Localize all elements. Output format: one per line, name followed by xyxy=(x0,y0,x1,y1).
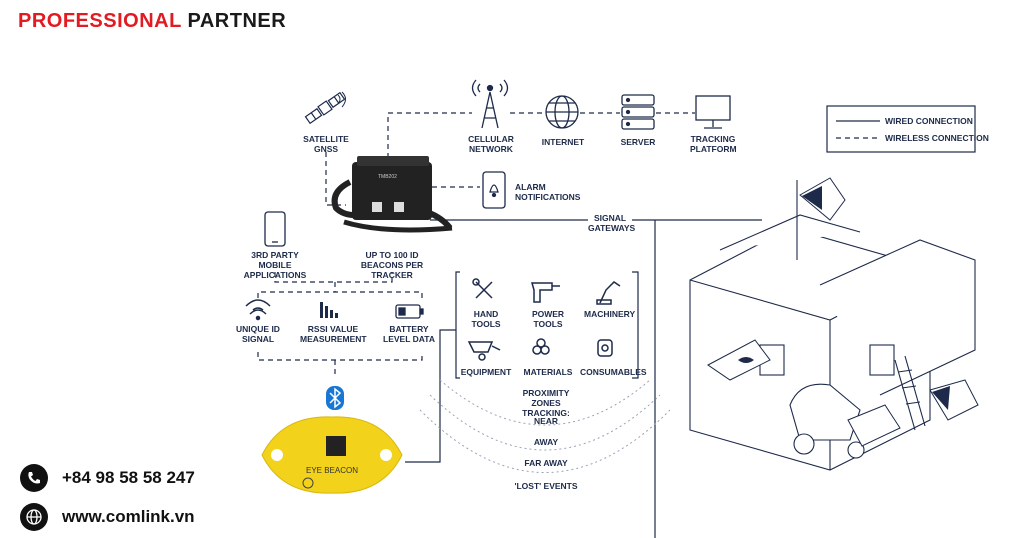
wireless-link-mobile xyxy=(274,272,393,283)
bluetooth-icon xyxy=(326,386,344,410)
materials-icon xyxy=(532,338,550,355)
label-signal-rssi: RSSI VALUE MEASUREMENT xyxy=(300,324,367,344)
label-signal-unique-id: UNIQUE ID SIGNAL xyxy=(236,324,280,344)
wifi-signal-icon xyxy=(245,299,271,321)
wireless-link-tracker-cellular xyxy=(387,112,472,158)
wireless-link-satellite xyxy=(325,152,346,206)
label-asset-consumables: CONSUMABLES xyxy=(580,367,647,377)
consumables-icon xyxy=(597,339,613,357)
hand-tools-icon xyxy=(472,278,493,299)
gateway-marker-top xyxy=(799,177,846,221)
phone-number: +84 98 58 58 247 xyxy=(62,468,195,487)
beacon-marker-bottom xyxy=(847,404,901,447)
label-server: SERVER xyxy=(620,137,656,147)
monitor-icon xyxy=(695,95,731,129)
label-cellular: CELLULAR NETWORK xyxy=(468,134,514,154)
eye-beacon-device: EYE BEACON xyxy=(261,416,403,494)
legend-wired: WIRED CONNECTION xyxy=(885,116,973,126)
tracker-device: TMB202 xyxy=(331,156,453,233)
label-zone-far: FAR AWAY xyxy=(524,458,568,468)
label-internet: INTERNET xyxy=(541,137,585,147)
label-platform: TRACKING PLATFORM xyxy=(690,134,737,154)
wired-link-beacon-assets xyxy=(405,329,456,463)
label-alarm: ALARM NOTIFICATIONS xyxy=(515,182,581,202)
label-beacons: UP TO 100 ID BEACONS PER TRACKER xyxy=(360,250,424,280)
label-signal-battery: BATTERY LEVEL DATA xyxy=(383,324,435,344)
beacon-marker-left xyxy=(707,339,771,381)
label-zone-lost: 'LOST' EVENTS xyxy=(514,481,578,491)
cell-tower-icon xyxy=(471,79,509,129)
brand-title: PROFESSIONAL PARTNER xyxy=(18,10,286,33)
label-asset-machinery: MACHINERY xyxy=(584,309,636,319)
brand-part2: PARTNER xyxy=(187,10,287,32)
label-asset-materials: MATERIALS xyxy=(523,367,573,377)
globe-icon xyxy=(545,95,579,129)
brand-part1: PROFESSIONAL xyxy=(18,10,182,32)
mobile-phone-icon xyxy=(264,211,286,247)
label-asset-hand-tools: HAND TOOLS xyxy=(471,309,501,329)
contact-website[interactable]: www.comlink.vn xyxy=(20,503,195,531)
contact-phone[interactable]: +84 98 58 58 247 xyxy=(20,464,195,492)
legend-wireless: WIRELESS CONNECTION xyxy=(885,133,989,143)
server-icon xyxy=(621,94,655,130)
globe-contact-icon xyxy=(20,503,48,531)
label-zone-away: AWAY xyxy=(533,437,559,447)
label-asset-equipment: EQUIPMENT xyxy=(460,367,512,377)
beacon-label: EYE BEACON xyxy=(306,466,358,475)
label-zones-title: PROXIMITY ZONES TRACKING: xyxy=(522,388,570,418)
power-tools-icon xyxy=(531,282,560,303)
label-satellite: SATELLITE GNSS xyxy=(303,134,349,154)
construction-site-illustration xyxy=(689,180,976,471)
label-mobile: 3RD PARTY MOBILE APPLICATIONS xyxy=(243,250,307,280)
label-zone-near: NEAR xyxy=(533,416,559,426)
battery-icon xyxy=(395,304,424,319)
tracker-model-text: TMB202 xyxy=(378,174,397,180)
wheelbarrow-icon xyxy=(467,341,501,361)
website-url: www.comlink.vn xyxy=(62,507,195,526)
machinery-icon xyxy=(596,281,621,305)
rssi-bars-icon xyxy=(320,302,338,318)
alarm-phone-icon xyxy=(482,171,506,209)
label-asset-power-tools: POWER TOOLS xyxy=(531,309,565,329)
phone-icon xyxy=(20,464,48,492)
label-gateways: SIGNAL GATEWAYS xyxy=(588,213,636,233)
beacon-marker-right xyxy=(929,379,979,421)
